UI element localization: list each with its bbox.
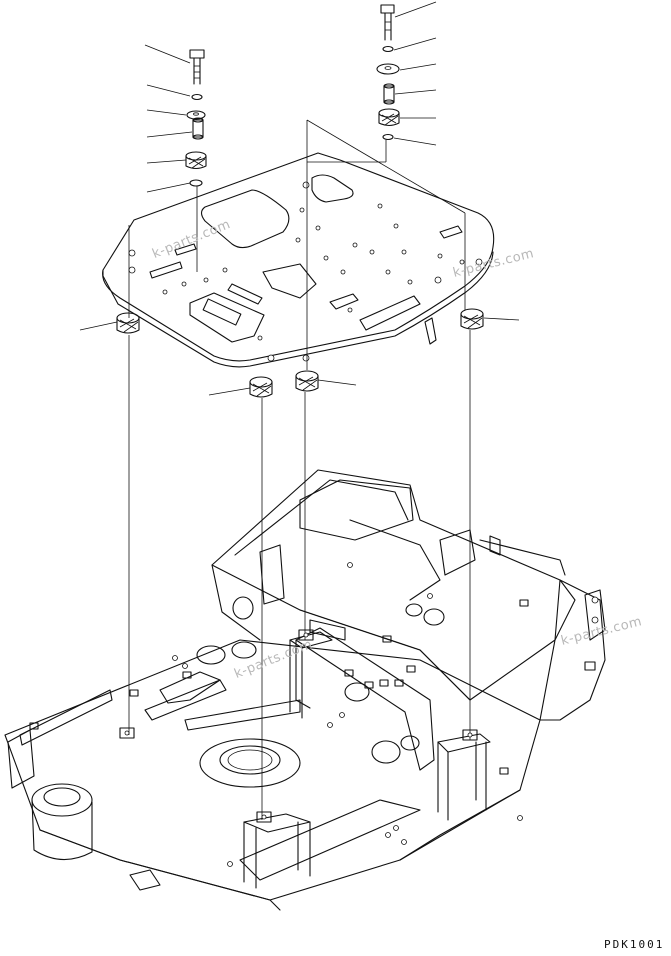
left-lock-washer bbox=[191, 93, 203, 101]
right-fastener-stack bbox=[376, 4, 400, 162]
frame-small-blocks bbox=[29, 599, 596, 775]
right-rubber-mount bbox=[378, 108, 400, 127]
left-collar bbox=[192, 117, 204, 140]
support-bracket-center bbox=[289, 629, 333, 719]
floor-plate bbox=[102, 152, 495, 368]
left-small-washer bbox=[189, 179, 203, 187]
assembly-lines bbox=[128, 119, 471, 820]
plate-holes bbox=[128, 181, 483, 362]
support-bracket-right bbox=[437, 729, 491, 821]
support-bracket-front bbox=[243, 811, 311, 889]
left-bolt bbox=[189, 49, 205, 85]
right-flat-washer bbox=[376, 63, 400, 75]
right-collar bbox=[383, 83, 395, 105]
left-fastener-stack bbox=[185, 49, 207, 272]
revolving-frame bbox=[4, 469, 606, 911]
drawing-code: PDK1001 bbox=[604, 938, 665, 951]
left-rubber-mount bbox=[185, 151, 207, 170]
cushion-right bbox=[460, 308, 484, 330]
cushion-center-left bbox=[249, 376, 273, 398]
frame-holes bbox=[172, 562, 523, 867]
front-pivot-boss bbox=[31, 783, 281, 911]
support-bracket-left bbox=[119, 727, 135, 739]
right-small-washer bbox=[382, 133, 394, 141]
cushion-center-right bbox=[295, 370, 319, 392]
leader-lines bbox=[79, 1, 520, 396]
swing-bearing bbox=[199, 738, 301, 788]
left-flat-washer bbox=[186, 110, 206, 120]
right-lock-washer bbox=[382, 45, 394, 53]
right-bolt bbox=[380, 4, 395, 41]
cushion-left bbox=[116, 312, 140, 334]
